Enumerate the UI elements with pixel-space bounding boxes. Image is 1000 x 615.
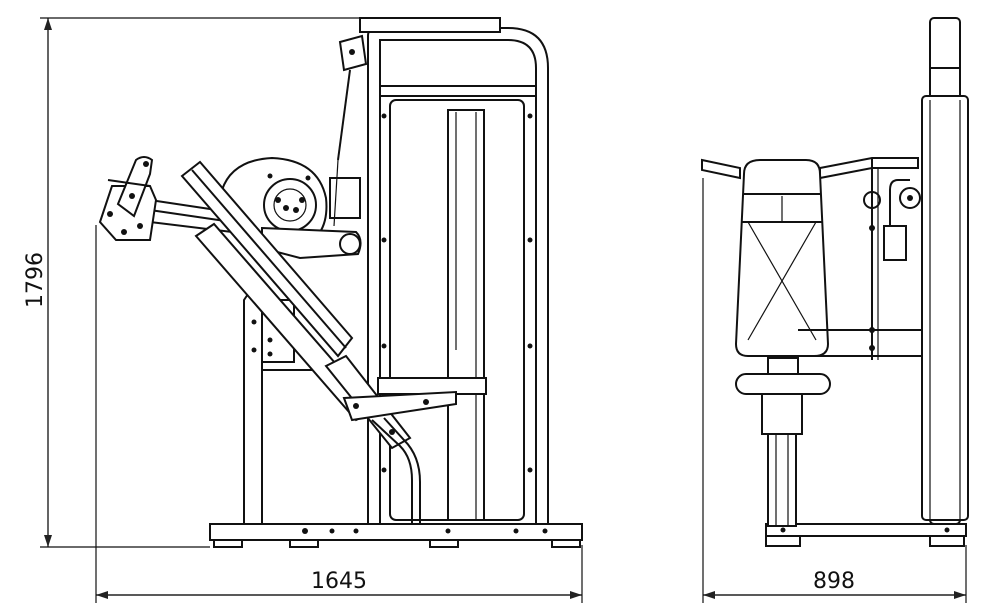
lever-arm — [149, 198, 362, 260]
side-view — [98, 17, 583, 548]
side-frame — [359, 17, 549, 524]
side-base — [209, 523, 583, 548]
cable — [333, 159, 339, 227]
height-dimension: 1796 — [23, 17, 360, 548]
front-width-label: 898 — [813, 569, 855, 594]
seat-assembly — [342, 377, 487, 524]
front-view — [701, 17, 969, 547]
front-seat-assembly — [735, 329, 922, 527]
side-width-label: 1645 — [311, 569, 367, 594]
side-width-dimension: 1645 — [95, 225, 583, 603]
front-base — [765, 523, 967, 547]
height-label: 1796 — [23, 252, 48, 308]
front-pulley-assembly — [863, 158, 921, 360]
front-column — [921, 17, 969, 525]
top-pulley-bracket — [337, 34, 368, 161]
front-back-pad — [734, 159, 830, 357]
front-width-dimension: 898 — [702, 178, 967, 603]
arm-handle — [98, 156, 158, 241]
